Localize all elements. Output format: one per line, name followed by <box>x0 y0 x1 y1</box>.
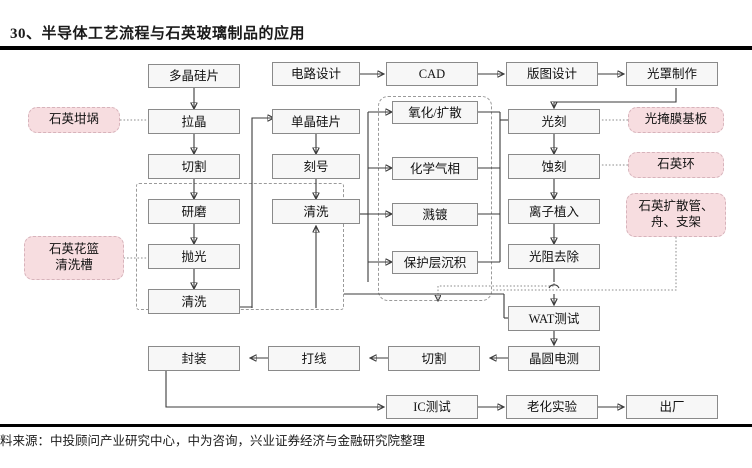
node-wafer-probe[interactable]: 晶圆电测 <box>508 346 600 371</box>
node-wat-test[interactable]: WAT测试 <box>508 306 600 331</box>
node-packaging[interactable]: 封装 <box>148 346 240 371</box>
node-circuit-design[interactable]: 电路设计 <box>272 62 360 86</box>
node-mask-making[interactable]: 光罩制作 <box>626 62 718 86</box>
node-sputtering[interactable]: 溅镀 <box>392 203 478 226</box>
node-oxidation-diffusion[interactable]: 氧化/扩散 <box>392 101 478 124</box>
callout-photomask-substrate[interactable]: 光掩膜基板 <box>628 107 724 133</box>
node-ion-implantation[interactable]: 离子植入 <box>508 199 600 224</box>
source-note: 料来源：中投顾问产业研究中心，中为咨询，兴业证券经济与金融研究院整理 <box>0 434 426 448</box>
node-dicing[interactable]: 切割 <box>388 346 480 371</box>
node-burn-in[interactable]: 老化实验 <box>506 395 598 419</box>
node-cad[interactable]: CAD <box>386 62 478 86</box>
node-crystal-pulling[interactable]: 拉晶 <box>148 109 240 134</box>
node-cleaning-2[interactable]: 清洗 <box>272 199 360 224</box>
node-wire-bonding[interactable]: 打线 <box>268 346 360 371</box>
footer-divider <box>0 424 752 427</box>
page-title: 30、半导体工艺流程与石英玻璃制品的应用 <box>10 26 306 42</box>
node-marking[interactable]: 刻号 <box>272 154 360 179</box>
node-ic-test[interactable]: IC测试 <box>386 395 478 419</box>
node-slicing[interactable]: 切割 <box>148 154 240 179</box>
callout-quartz-carrier-tank[interactable]: 石英花篮 清洗槽 <box>24 236 124 280</box>
wafer-finish-group <box>136 183 344 310</box>
node-etching[interactable]: 蚀刻 <box>508 154 600 179</box>
node-polishing[interactable]: 抛光 <box>148 244 240 269</box>
flowchart-canvas: 多晶硅片 拉晶 切割 研磨 抛光 清洗 单晶硅片 刻号 清洗 电路设计 CAD … <box>0 50 752 422</box>
node-shipment[interactable]: 出厂 <box>626 395 718 419</box>
node-passivation[interactable]: 保护层沉积 <box>392 251 478 274</box>
node-photolithography[interactable]: 光刻 <box>508 109 600 134</box>
node-monocrystal-wafer[interactable]: 单晶硅片 <box>272 109 360 134</box>
node-resist-strip[interactable]: 光阻去除 <box>508 244 600 269</box>
callout-quartz-crucible[interactable]: 石英坩埚 <box>28 107 120 133</box>
title-divider <box>0 46 752 50</box>
callout-quartz-ring[interactable]: 石英环 <box>628 152 724 178</box>
node-polysilicon[interactable]: 多晶硅片 <box>148 64 240 88</box>
node-layout-design[interactable]: 版图设计 <box>506 62 598 86</box>
node-cvd[interactable]: 化学气相 <box>392 157 478 180</box>
callout-quartz-diffusion-tube[interactable]: 石英扩散管、 舟、支架 <box>626 193 726 237</box>
node-cleaning-1[interactable]: 清洗 <box>148 289 240 314</box>
node-grinding[interactable]: 研磨 <box>148 199 240 224</box>
